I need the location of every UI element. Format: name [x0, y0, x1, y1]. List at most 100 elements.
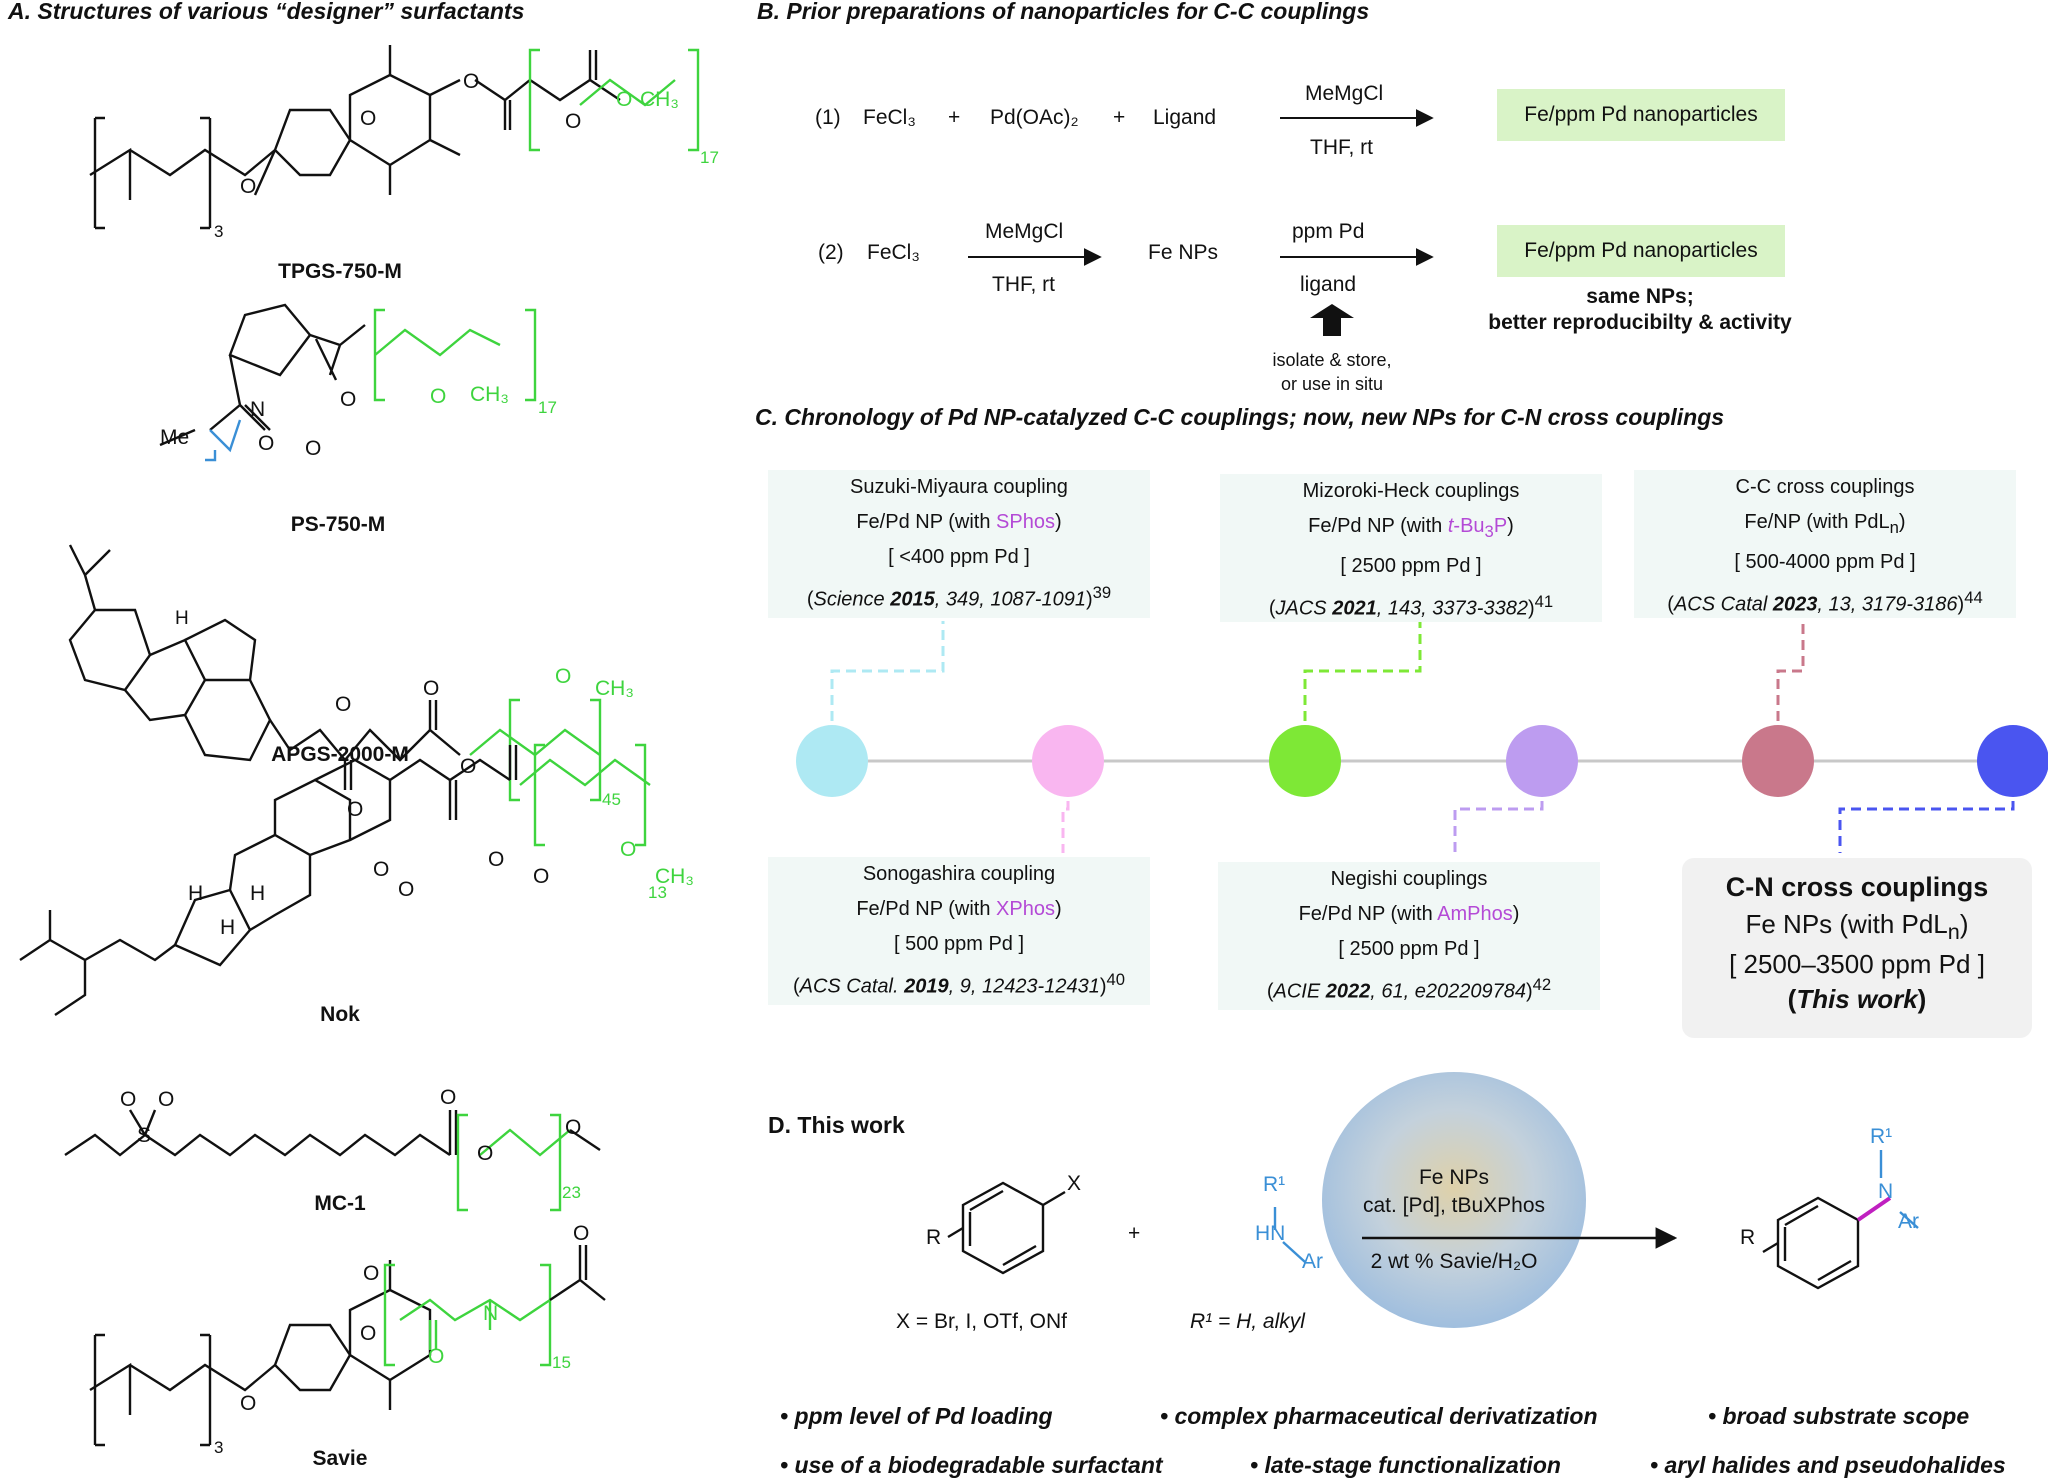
atom-h: H: [188, 882, 204, 905]
card-ppm: [ 500-4000 ppm Pd ]: [1734, 551, 1916, 573]
route1-ligand: Ligand: [1153, 106, 1217, 129]
atom-h: H: [175, 608, 189, 629]
card-title: C-C cross couplings: [1735, 476, 1915, 498]
product-ring: [1762, 1196, 1860, 1290]
card-ppm: [ 2500 ppm Pd ]: [1340, 555, 1482, 577]
repeat-count: 23: [562, 1183, 581, 1202]
atom-o: O: [423, 677, 440, 700]
r1-definition: R¹ = H, alkyl: [1190, 1310, 1305, 1333]
timeline-card-suzuki: Suzuki-Miyaura coupling Fe/Pd NP (with S…: [768, 470, 1150, 618]
card-catalyst: Fe/Pd NP (with AmPhos): [1298, 903, 1520, 925]
atom-o: O: [555, 665, 572, 688]
timeline-connectors: [830, 621, 2015, 853]
atom-o: O: [440, 1086, 457, 1109]
card-catalyst: Fe/NP (with PdLn): [1744, 511, 1906, 537]
timeline-node-0: [796, 725, 868, 797]
atom-o: O: [120, 1088, 137, 1111]
atom-o: O: [616, 88, 633, 111]
repeat-count: 17: [700, 148, 719, 167]
atom-o: O: [158, 1088, 175, 1111]
surfactant-label-nok: Nok: [320, 1003, 360, 1026]
repeat-count: 3: [214, 222, 224, 241]
ch3-label: CH₃: [655, 865, 694, 888]
atom-o: O: [363, 1262, 380, 1285]
section-d-title: D. This work: [768, 1112, 905, 1138]
reaction-below: 2 wt % Savie/H₂O: [1370, 1250, 1538, 1273]
product-r: R: [1740, 1226, 1756, 1249]
atom-o: O: [360, 107, 377, 130]
card-ref: (ACS Catal. 2019, 9, 12423-12431)40: [792, 970, 1126, 998]
timeline-connector-2: [1303, 621, 1422, 721]
atom-o: O: [430, 385, 447, 408]
timeline-connector-5: [1838, 801, 2015, 853]
nanoparticle-blob: [1322, 1072, 1586, 1328]
savie-structure: [89, 1260, 432, 1447]
timeline-card-sonogashira: Sonogashira coupling Fe/Pd NP (with XPho…: [768, 857, 1150, 1005]
card-ppm: [ 2500 ppm Pd ]: [1338, 938, 1480, 960]
atom-o: O: [373, 858, 390, 881]
atom-o: O: [335, 693, 352, 716]
card-ref: (Science 2015, 349, 1087-1091)39: [806, 583, 1112, 611]
repeat-count: 17: [538, 398, 557, 417]
atom-o: O: [533, 865, 550, 888]
card-ref: (JACS 2021, 143, 3373-3382)41: [1268, 592, 1554, 620]
timeline-node-1: [1032, 725, 1104, 797]
isolate-note-1: isolate & store,: [1272, 350, 1392, 370]
route2-reagent-1: MeMgCl: [985, 220, 1064, 243]
tpgs-structure: [89, 45, 621, 230]
card-title: C-N cross couplings: [1725, 872, 1989, 902]
timeline-node-4: [1742, 725, 1814, 797]
route1-plus: +: [1113, 106, 1126, 129]
product-r1: R¹: [1870, 1125, 1893, 1148]
product-bond: [1856, 1196, 1892, 1222]
card-title: Negishi couplings: [1330, 868, 1488, 890]
atom-s: S: [137, 1124, 152, 1147]
route2-number: (2): [818, 241, 844, 264]
card-catalyst: Fe/Pd NP (with SPhos): [856, 511, 1062, 533]
route2-product: Fe/ppm Pd nanoparticles: [1497, 225, 1785, 277]
atom-o: O: [428, 1345, 445, 1368]
timeline-card-heck: Mizoroki-Heck couplings Fe/Pd NP (with t…: [1220, 474, 1602, 622]
route1-pdoac: Pd(OAc)₂: [990, 106, 1079, 129]
timeline-node-5: [1977, 725, 2048, 797]
route1-plus: +: [948, 106, 961, 129]
aryl-halide-ring: [947, 1181, 1066, 1275]
bullet-scope: • broad substrate scope: [1708, 1403, 1970, 1429]
route2-note-1: same NPs;: [1586, 285, 1694, 308]
route1-product: Fe/ppm Pd nanoparticles: [1497, 89, 1785, 141]
ps-structure: [159, 303, 366, 447]
atom-o: O: [565, 1116, 582, 1139]
ch3-label: CH₃: [470, 383, 509, 406]
atom-o: O: [565, 110, 582, 133]
section-c-title: C. Chronology of Pd NP-catalyzed C-C cou…: [755, 404, 1725, 430]
timeline-connector-3: [1453, 801, 1544, 853]
surfactant-label-savie: Savie: [312, 1447, 368, 1470]
atom-o: O: [305, 437, 322, 460]
repeat-count: 13: [648, 883, 667, 902]
mc1-structure: [64, 1109, 458, 1157]
product-n: N: [1878, 1180, 1894, 1203]
surfactant-label-apgs: APGS-2000-M: [271, 743, 409, 766]
atom-o: O: [477, 1142, 494, 1165]
amine-ar: Ar: [1302, 1250, 1323, 1273]
timeline-card-cc: C-C cross couplings Fe/NP (with PdLn) [ …: [1634, 470, 2016, 618]
bullet-pharma: • complex pharmaceutical derivatization: [1160, 1403, 1598, 1429]
tpgs-peg: [528, 48, 700, 152]
bullet-late-stage: • late-stage functionalization: [1250, 1452, 1561, 1478]
repeat-count: 3: [214, 1438, 224, 1457]
card-catalyst: Fe/Pd NP (with XPhos): [856, 898, 1062, 920]
timeline-connector-4: [1776, 621, 1805, 721]
product-ar: Ar: [1898, 1210, 1919, 1233]
ps-blue: [205, 419, 242, 462]
bullet-halides: • aryl halides and pseudohalides: [1650, 1452, 2006, 1478]
ch3-label: CH₃: [640, 88, 679, 111]
savie-peg: [383, 1263, 552, 1367]
me-label: Me: [160, 426, 190, 449]
amine: [1273, 1207, 1306, 1263]
x-definition: X = Br, I, OTf, ONf: [896, 1310, 1067, 1333]
card-ppm: [ <400 ppm Pd ]: [888, 546, 1030, 568]
atom-o: O: [620, 838, 637, 861]
route2-note-2: better reproducibilty & activity: [1488, 311, 1792, 334]
amine-r1: R¹: [1263, 1173, 1286, 1196]
